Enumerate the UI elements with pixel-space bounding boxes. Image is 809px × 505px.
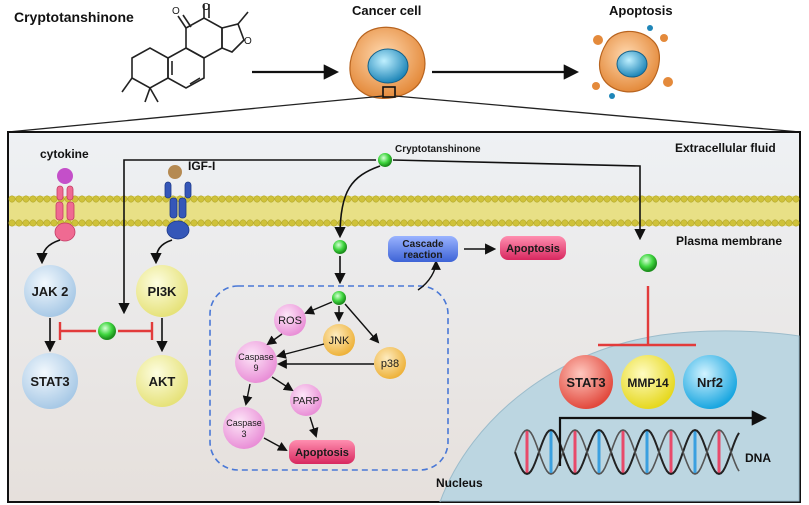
akt-label: AKT [149,374,176,389]
inhibit-jak-stat [58,322,96,340]
caspase3-line2: 3 [241,429,246,439]
drug-line-right [392,159,646,241]
caspase9-line1: Caspase [238,352,274,362]
nuclear-mmp14-label: MMP14 [627,376,669,390]
cancer-cell-icon [349,26,426,99]
cascade-apoptosis-node [500,236,566,260]
drug-line-down [334,165,381,239]
stat3-label: STAT3 [30,374,69,389]
caspase9-line2: 9 [253,363,258,373]
akt-node [136,355,188,407]
caspase3-node [223,407,265,449]
inhibit-nuclear-targets [598,286,696,347]
arrow-ros-casp9 [266,333,283,346]
oxygen-label-3: O [244,36,252,47]
arrow-to-ros [304,301,333,315]
zoom-line-right [394,95,801,133]
nuclear-stat3-node [559,355,613,409]
nuclear-stat3-label: STAT3 [566,375,605,390]
jnk-node [323,324,355,356]
extracellular-label: Extracellular fluid [675,141,776,155]
p38-node [374,347,406,379]
cytokine-ligand-icon [57,168,73,184]
cascade-line2: reaction [404,250,443,261]
cancer-cell-title: Cancer cell [352,3,421,18]
transcription-arrow [558,410,768,466]
arrow-receptor-pi3k [150,239,173,265]
nuclear-nrf2-node [683,355,737,409]
nuclear-mmp14-node [621,355,675,409]
arrow-casp3-apoptosis [263,437,288,451]
cytokine-label: cytokine [40,147,89,161]
stat3-node [22,353,78,409]
zoom-line-left [7,95,384,133]
apoptosis-title: Apoptosis [609,3,673,18]
inner-apoptosis-node [289,440,355,464]
jak2-node [24,265,76,317]
plasma-membrane [8,195,800,227]
pi3k-node [136,265,188,317]
arrow-jnk-casp9 [276,343,325,359]
arrow-casp9-parp [271,376,294,392]
jnk-label: JNK [329,335,350,347]
parp-label: PARP [293,396,320,407]
dna-helix-icon [514,428,740,476]
caspase3-line1: Caspase [226,418,262,428]
caspase9-node [235,341,277,383]
arrow-box-cascade [417,260,441,291]
igf-ligand-icon [168,165,182,179]
drug-dot-right [639,254,657,272]
pi3k-label: PI3K [148,284,178,299]
drug-dot-cytoplasm [333,240,347,254]
cytokine-receptor-icon [54,185,76,242]
igf-label: IGF-I [188,159,215,173]
drug-line-left [118,159,376,315]
apoptotic-cell-icon [592,25,673,99]
inner-apoptosis-label: Apoptosis [295,447,349,459]
cascade-apoptosis-label: Apoptosis [506,243,560,255]
arrow-to-p38 [344,303,380,344]
membrane-label: Plasma membrane [676,234,782,248]
p38-label: p38 [381,358,399,370]
cascade-reaction-node [388,236,458,262]
dna-label: DNA [745,451,771,465]
parp-node [290,384,322,416]
cascade-line1: Cascade [402,239,444,250]
igf-receptor-icon [164,181,192,240]
inhibit-pi3k-akt [118,322,154,340]
nucleus-label: Nucleus [436,476,483,490]
ros-node [274,304,306,336]
oxygen-label-2: O [202,2,210,13]
drug-dot-top [378,153,392,167]
drug-label: Cryptotanshinone [395,144,481,155]
drug-dot-left [98,322,116,340]
nuclear-nrf2-label: Nrf2 [697,375,723,390]
ros-label: ROS [278,315,302,327]
compound-title: Cryptotanshinone [14,9,134,25]
jak2-label: JAK 2 [32,284,69,299]
arrow-casp9-casp3 [242,383,253,406]
cryptotanshinone-structure-icon [121,4,249,103]
oxygen-label-1: O [172,6,180,17]
mitochondrial-pathway-box [209,285,449,471]
arrow-parp-apoptosis [308,416,319,438]
drug-dot-inner [332,291,346,305]
arrow-receptor-jak [36,239,61,265]
